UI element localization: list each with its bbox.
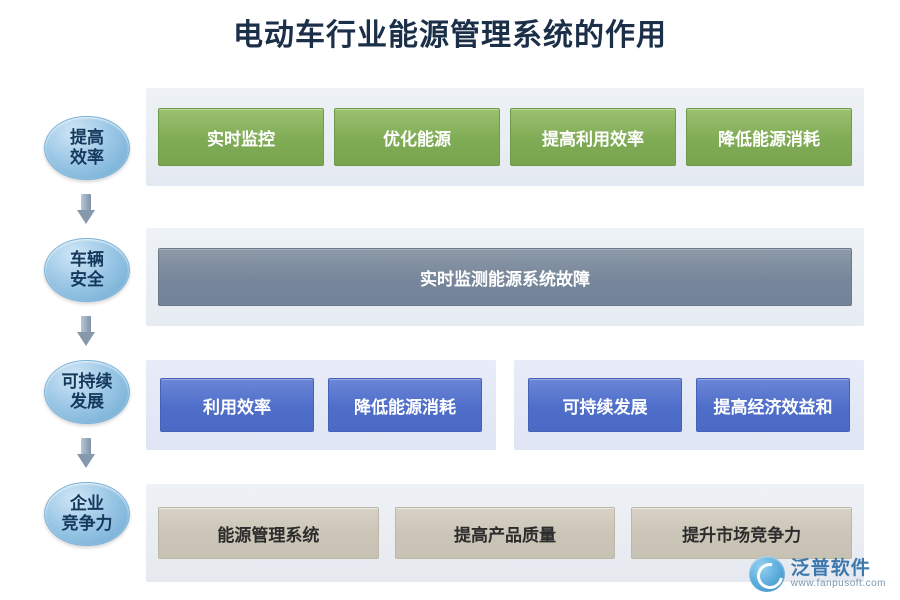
- card-sustainable-development[interactable]: 可持续发展: [528, 378, 682, 432]
- stage-column: 提高 效率 车辆 安全 可持续 发展 企业 竞争力: [44, 100, 130, 546]
- row-sustainable-panel-right: 可持续发展 提高经济效益和: [514, 360, 864, 450]
- watermark-url: www.fanpusoft.com: [790, 577, 886, 589]
- watermark: 泛普软件 www.fanpusoft.com: [748, 556, 886, 592]
- row-sustainable-panel-left: 利用效率 降低能源消耗: [146, 360, 496, 450]
- row-efficiency: 实时监控 优化能源 提高利用效率 降低能源消耗: [146, 88, 864, 186]
- stage-badge-enterprise-competitiveness-line1: 企业: [70, 494, 104, 513]
- arrow-3-wrap: [44, 438, 128, 468]
- row-efficiency-panel: 实时监控 优化能源 提高利用效率 降低能源消耗: [146, 88, 864, 186]
- row-sustainable-development: 利用效率 降低能源消耗 可持续发展 提高经济效益和: [146, 360, 864, 450]
- stage-badge-efficiency[interactable]: 提高 效率: [44, 116, 130, 180]
- card-reduce-energy-consumption[interactable]: 降低能源消耗: [328, 378, 482, 432]
- card-improve-utilization[interactable]: 提高利用效率: [510, 108, 676, 166]
- stage-badge-efficiency-line1: 提高: [70, 128, 104, 147]
- stage-badge-sustainable-development-line1: 可持续: [61, 372, 113, 391]
- stage-badge-vehicle-safety-line2: 安全: [70, 270, 104, 289]
- card-realtime-monitoring[interactable]: 实时监控: [158, 108, 324, 166]
- stage-badge-vehicle-safety[interactable]: 车辆 安全: [44, 238, 130, 302]
- card-realtime-fault-detection[interactable]: 实时监测能源系统故障: [158, 248, 852, 306]
- watermark-brand: 泛普软件: [790, 557, 871, 579]
- row-vehicle-safety-panel: 实时监测能源系统故障: [146, 228, 864, 326]
- stage-badge-enterprise-competitiveness[interactable]: 企业 竞争力: [44, 482, 130, 546]
- row-enterprise-competitiveness: 能源管理系统 提高产品质量 提升市场竞争力: [146, 484, 864, 582]
- stage-badge-sustainable-development-line2: 发展: [70, 392, 104, 411]
- down-arrow-icon: [77, 194, 95, 224]
- stage-badge-enterprise-competitiveness-line2: 竞争力: [61, 514, 113, 533]
- stage-badge-vehicle-safety-line1: 车辆: [70, 250, 104, 269]
- down-arrow-icon: [77, 316, 95, 346]
- fanpu-logo-icon: [748, 556, 785, 592]
- row-sustainable-development-group: 利用效率 降低能源消耗 可持续发展 提高经济效益和: [146, 360, 864, 450]
- page-title: 电动车行业能源管理系统的作用: [233, 19, 667, 52]
- stage-badge-efficiency-line2: 效率: [70, 148, 104, 167]
- card-improve-economic-benefit[interactable]: 提高经济效益和: [696, 378, 850, 432]
- watermark-text: 泛普软件 www.fanpusoft.com: [790, 557, 886, 589]
- arrow-2-wrap: [44, 316, 128, 346]
- stage-badge-sustainable-development[interactable]: 可持续 发展: [44, 360, 130, 424]
- row-enterprise-panel: 能源管理系统 提高产品质量 提升市场竞争力: [146, 484, 864, 582]
- card-energy-management-system[interactable]: 能源管理系统: [158, 507, 379, 559]
- row-vehicle-safety: 实时监测能源系统故障: [146, 228, 864, 326]
- card-improve-product-quality[interactable]: 提高产品质量: [394, 507, 616, 559]
- down-arrow-icon: [77, 438, 95, 468]
- card-utilization-efficiency[interactable]: 利用效率: [160, 378, 314, 432]
- card-reduce-consumption[interactable]: 降低能源消耗: [686, 108, 852, 166]
- card-improve-market-competitiveness[interactable]: 提升市场竞争力: [631, 507, 853, 559]
- card-optimize-energy[interactable]: 优化能源: [334, 108, 500, 166]
- arrow-1-wrap: [44, 194, 128, 224]
